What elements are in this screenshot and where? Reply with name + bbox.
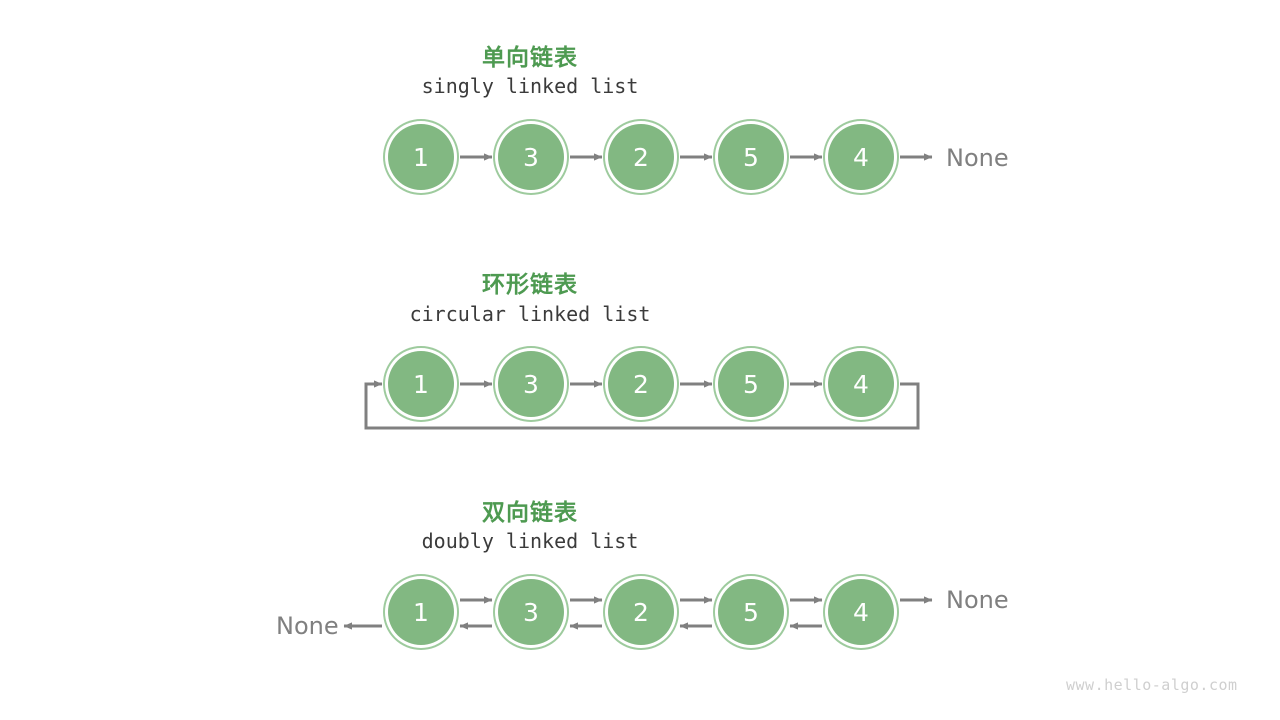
node-value: 4: [853, 142, 869, 172]
none-label-singly-tail: None: [946, 144, 1009, 172]
node-doubly-3: 5: [718, 579, 784, 645]
node-circular-2: 2: [608, 351, 674, 417]
node-doubly-4: 4: [828, 579, 894, 645]
arrow-layer: [343, 153, 933, 630]
node-circular-3: 5: [718, 351, 784, 417]
node-value: 1: [413, 142, 429, 172]
section-title-cn-doubly: 双向链表: [482, 500, 578, 526]
node-singly-3: 5: [718, 124, 784, 190]
arrow-circular-loop-back: [364, 380, 920, 430]
node-singly-0: 1: [388, 124, 454, 190]
node-value: 4: [853, 597, 869, 627]
section-title-cn-singly: 单向链表: [482, 45, 578, 71]
node-value: 4: [853, 369, 869, 399]
node-value: 3: [523, 142, 539, 172]
node-circular-1: 3: [498, 351, 564, 417]
node-circular-0: 1: [388, 351, 454, 417]
node-circular-4: 4: [828, 351, 894, 417]
node-value: 1: [413, 597, 429, 627]
node-doubly-0: 1: [388, 579, 454, 645]
section-title-en-doubly: doubly linked list: [421, 529, 639, 553]
node-value: 3: [523, 597, 539, 627]
node-singly-2: 2: [608, 124, 674, 190]
section-title-en-singly: singly linked list: [421, 74, 639, 98]
node-doubly-1: 3: [498, 579, 564, 645]
node-value: 5: [743, 369, 759, 399]
watermark: www.hello-algo.com: [1066, 676, 1238, 694]
section-title-en-circular: circular linked list: [409, 302, 651, 326]
node-value: 2: [633, 369, 649, 399]
node-singly-1: 3: [498, 124, 564, 190]
node-value: 3: [523, 369, 539, 399]
node-value: 2: [633, 597, 649, 627]
node-doubly-2: 2: [608, 579, 674, 645]
node-singly-4: 4: [828, 124, 894, 190]
section-title-cn-circular: 环形链表: [482, 272, 578, 298]
node-value: 2: [633, 142, 649, 172]
none-label-doubly-tail: None: [946, 586, 1009, 614]
none-label-doubly-head: None: [276, 612, 339, 640]
node-value: 5: [743, 142, 759, 172]
node-value: 1: [413, 369, 429, 399]
node-value: 5: [743, 597, 759, 627]
